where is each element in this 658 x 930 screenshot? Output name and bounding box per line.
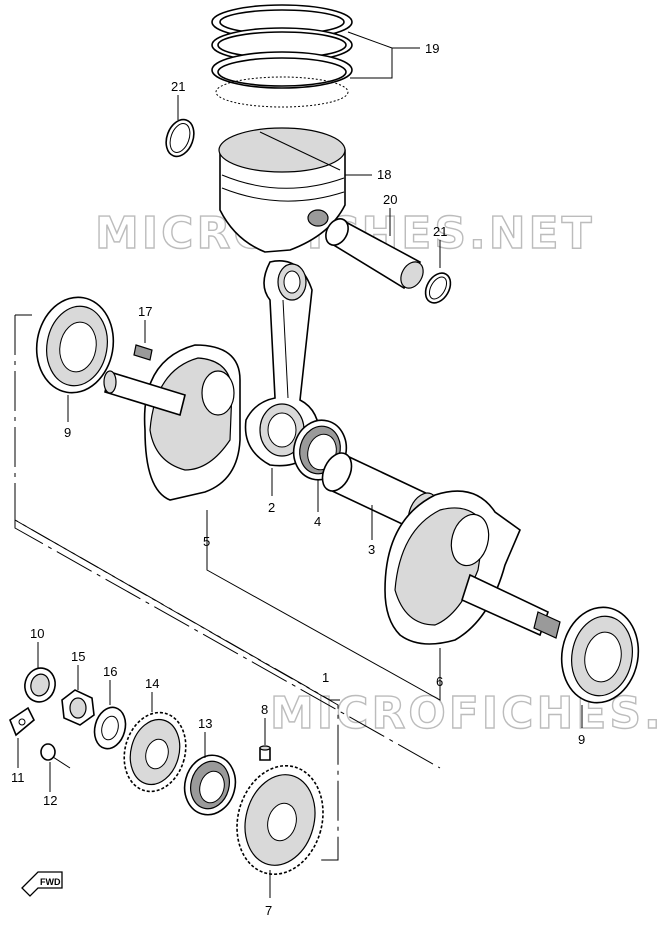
fwd-label: FWD xyxy=(40,877,61,887)
callout-20: 20 xyxy=(383,192,397,207)
callout-8: 8 xyxy=(261,702,268,717)
assembly-boundary-lines xyxy=(14,314,441,861)
callout-10: 10 xyxy=(30,626,44,641)
woodruff-key xyxy=(133,344,153,361)
nut-15 xyxy=(61,689,95,726)
callout-11: 11 xyxy=(11,770,25,785)
callout-17: 17 xyxy=(138,304,152,319)
washer-16 xyxy=(93,706,127,750)
bearing-13 xyxy=(183,754,237,816)
fwd-arrow-icon: FWD xyxy=(21,871,63,897)
callout-14: 14 xyxy=(145,676,159,691)
callout-19: 19 xyxy=(425,41,439,56)
screw-12 xyxy=(40,743,71,769)
leader-19 xyxy=(347,31,393,79)
callout-12: 12 xyxy=(43,793,57,808)
plate-11 xyxy=(9,706,35,737)
right-crank-web xyxy=(384,490,561,645)
callout-7: 7 xyxy=(265,903,272,918)
piston-pin xyxy=(325,218,424,290)
bushing-10 xyxy=(24,667,56,703)
callout-16: 16 xyxy=(103,664,117,679)
piston-rings xyxy=(211,4,353,108)
gear-7 xyxy=(236,764,324,876)
callout-9-left: 9 xyxy=(64,425,71,440)
callout-3: 3 xyxy=(368,542,375,557)
callout-1: 1 xyxy=(322,670,329,685)
callout-9-right: 9 xyxy=(578,732,585,747)
callout-18: 18 xyxy=(377,167,391,182)
left-crank-web xyxy=(103,344,241,501)
callout-21-top: 21 xyxy=(171,79,185,94)
left-main-bearing xyxy=(35,296,115,394)
dowel-pin-8 xyxy=(259,745,271,761)
right-main-bearing xyxy=(560,606,640,704)
callout-15: 15 xyxy=(71,649,85,664)
circlip-top xyxy=(165,118,195,158)
callout-6: 6 xyxy=(436,674,443,689)
callout-4: 4 xyxy=(314,514,321,529)
callout-21-right: 21 xyxy=(433,224,447,239)
callout-2: 2 xyxy=(268,500,275,515)
gear-14 xyxy=(123,711,187,793)
callout-13: 13 xyxy=(198,716,212,731)
circlip-right xyxy=(424,272,452,304)
piston xyxy=(218,127,346,253)
callout-5: 5 xyxy=(203,534,210,549)
